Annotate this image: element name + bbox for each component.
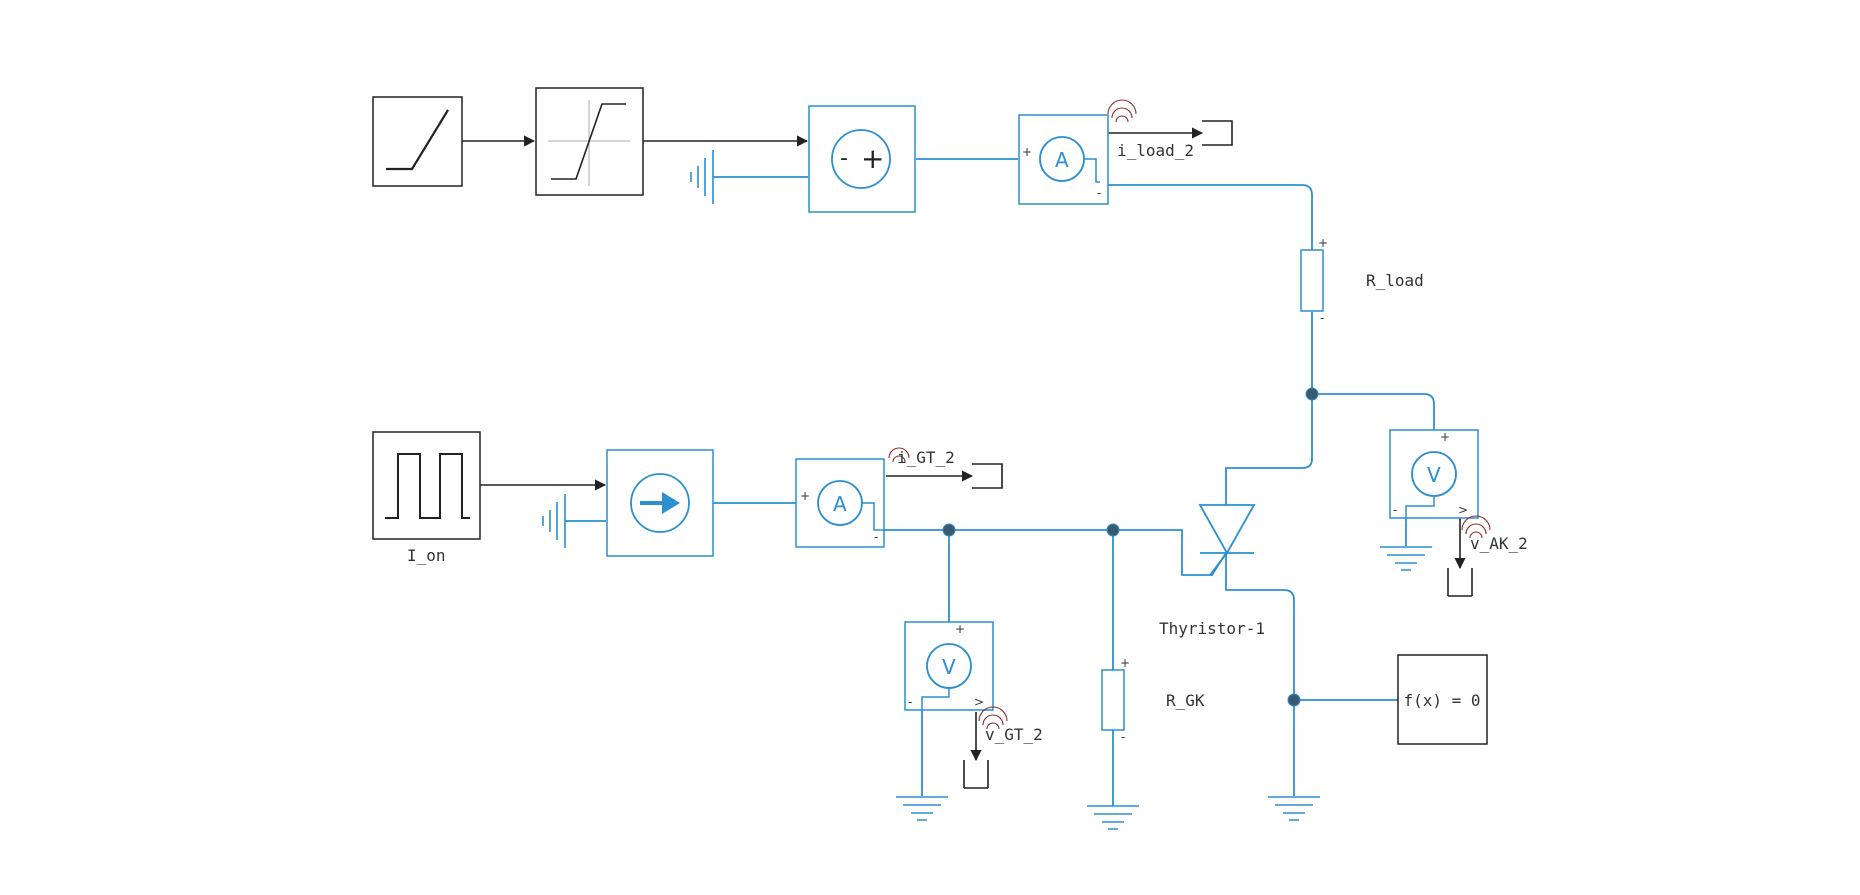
saturation-block[interactable] (535, 87, 644, 196)
pulse-generator-block[interactable] (372, 431, 481, 540)
voltmeter-ak-plus: + (1440, 430, 1450, 444)
saturation-icon (548, 100, 630, 186)
ammeter-gt-plus: + (800, 489, 810, 503)
wire-node-to-anode[interactable] (1225, 394, 1313, 505)
r-gk-block[interactable]: + - (1101, 656, 1130, 744)
terminator-i-load[interactable] (1202, 120, 1233, 146)
ground-icons (896, 546, 1432, 830)
terminator-v-gt[interactable] (963, 760, 989, 789)
ground-icon-current-source (542, 494, 566, 548)
signal-probe-icon-v-gt (978, 706, 1008, 730)
r-gk-minus: - (1121, 730, 1125, 744)
ammeter-gt-block[interactable]: A + - (795, 458, 885, 548)
ground-icon (1087, 805, 1139, 830)
ground-icon (896, 796, 948, 821)
voltmeter-glyph: V (942, 655, 956, 679)
r-gk-plus: + (1120, 656, 1130, 670)
junction-nodes (942, 387, 1319, 707)
junction-node (1305, 387, 1319, 401)
voltmeter-ak-block[interactable]: V + - > (1389, 429, 1479, 519)
wire-node-to-voltmeter-ak[interactable] (1312, 393, 1435, 442)
terminator-i-gt[interactable] (972, 463, 1003, 489)
i-gt-signal-label: i_GT_2 (897, 448, 955, 467)
ammeter-load-minus: - (1097, 186, 1101, 200)
ground-icon-voltage-source (690, 150, 714, 204)
thyristor-block[interactable] (1198, 504, 1256, 576)
ramp-block[interactable] (372, 96, 463, 187)
plus-sign: + (861, 142, 884, 175)
r-load-minus: - (1320, 311, 1324, 325)
voltage-source-icon: - + (831, 129, 891, 189)
resistor-icon (1101, 669, 1125, 731)
terminators (963, 120, 1473, 789)
r-load-label: R_load (1366, 271, 1424, 290)
v-gt-signal-label: v_GT_2 (985, 725, 1043, 744)
solver-configuration-block[interactable]: f(x) = 0 (1397, 654, 1488, 745)
physical-wires (565, 158, 1435, 806)
minus-sign: - (840, 146, 848, 171)
voltmeter-gt-minus: - (908, 695, 912, 709)
voltmeter-gt-block[interactable]: V + - > (904, 621, 994, 711)
signal-probe-icon-i-gt (888, 447, 910, 463)
wire-ammeter-load-to-rload[interactable] (1097, 158, 1313, 250)
voltage-source-block[interactable]: - + (808, 105, 916, 213)
signal-probe-icon-v-ak (1461, 515, 1491, 539)
v-ak-signal-label: v_AK_2 (1470, 534, 1528, 553)
r-load-block[interactable]: + - (1300, 236, 1328, 325)
wire-cathode-to-node[interactable] (1225, 553, 1295, 700)
ground-icon (1268, 796, 1320, 821)
ammeter-load-plus: + (1022, 145, 1032, 159)
voltmeter-gt-out: > (974, 695, 984, 709)
ammeter-glyph: A (1055, 148, 1069, 172)
junction-node (1106, 523, 1120, 537)
pulse-generator-label: I_on (407, 546, 446, 565)
thyristor-label: Thyristor-1 (1159, 619, 1265, 638)
wire-ammeter-gt-to-gate[interactable] (871, 502, 1227, 576)
ammeter-glyph: A (833, 492, 847, 516)
pulse-generator-icon (385, 453, 470, 519)
r-load-plus: + (1318, 236, 1328, 250)
ammeter-gt-minus: - (874, 530, 878, 544)
terminator-v-ak[interactable] (1447, 568, 1473, 597)
current-source-block[interactable] (606, 449, 714, 557)
voltmeter-ak-out: > (1458, 503, 1468, 517)
i-load-signal-label: i_load_2 (1117, 141, 1194, 160)
wire-voltmeter-gt-minus-to-ground[interactable] (921, 696, 937, 796)
thyristor-icon (1198, 504, 1256, 576)
ammeter-load-block[interactable]: A + - (1018, 114, 1109, 205)
solver-label: f(x) = 0 (1403, 691, 1480, 710)
junction-node (942, 523, 956, 537)
signal-probe-icon-i-load (1107, 99, 1137, 123)
voltmeter-gt-plus: + (955, 622, 965, 636)
ramp-icon (386, 109, 449, 171)
ground-icon (1380, 546, 1432, 571)
resistor-icon (1300, 249, 1324, 312)
voltmeter-glyph: V (1427, 463, 1441, 487)
junction-node (1287, 693, 1301, 707)
current-source-icon (630, 473, 690, 533)
r-gk-label: R_GK (1166, 691, 1205, 710)
voltmeter-ak-minus: - (1393, 503, 1397, 517)
signal-wires (462, 127, 1466, 762)
